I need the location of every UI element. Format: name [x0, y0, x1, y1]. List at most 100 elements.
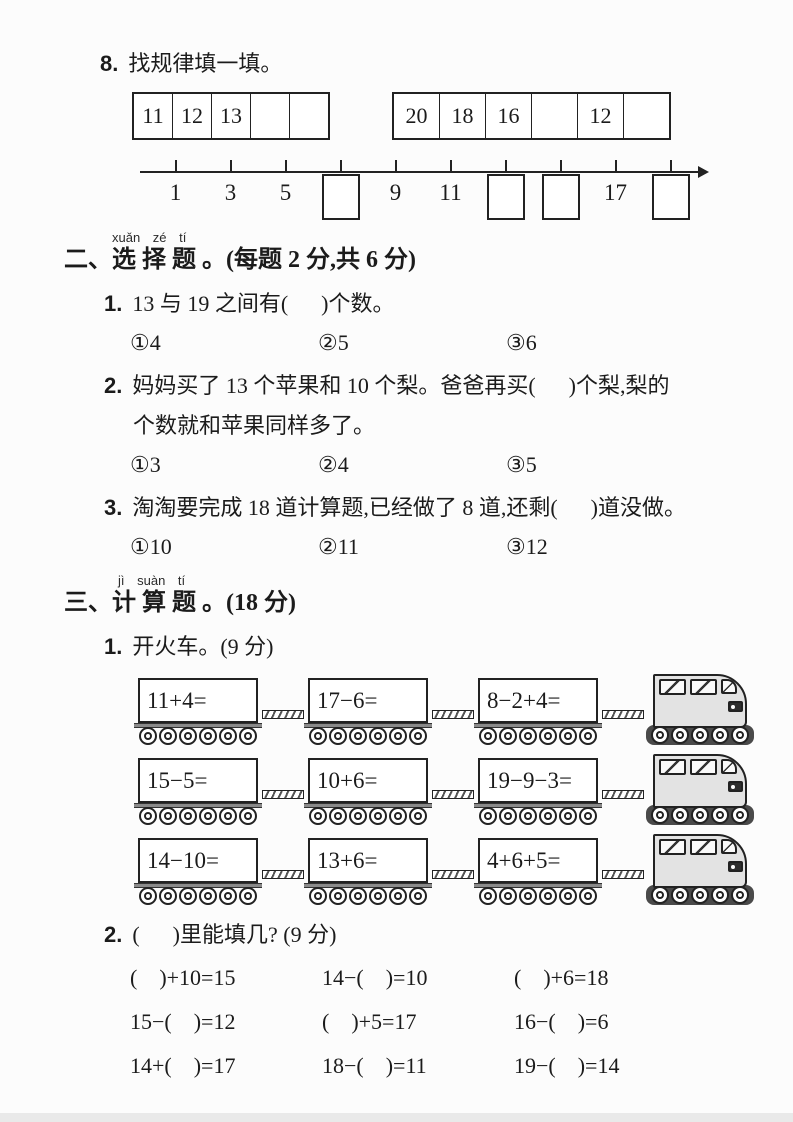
options-row: ①10 ②11 ③12 [130, 533, 793, 561]
number-line-slot [313, 160, 368, 220]
wheel-icon [711, 806, 729, 824]
wheel-icon [239, 727, 257, 745]
train-wheels [308, 807, 428, 825]
wheel-icon [199, 887, 217, 905]
equation-blank[interactable]: 16−( )=6 [514, 1009, 609, 1034]
train-wheels [138, 887, 258, 905]
train-expression[interactable]: 19−9−3= [478, 758, 598, 803]
train-row-2: 15−5= 10+6= 19−9−3= [134, 753, 793, 825]
wheel-icon [409, 887, 427, 905]
train-expression[interactable]: 14−10= [138, 838, 258, 883]
wheel-icon [499, 887, 517, 905]
train-expression[interactable]: 10+6= [308, 758, 428, 803]
wheel-icon [691, 726, 709, 744]
wheel-icon [389, 727, 407, 745]
train-wheels [308, 727, 428, 745]
wheel-icon [691, 886, 709, 904]
table-cell: 12 [173, 94, 212, 138]
answer-box[interactable] [541, 174, 580, 220]
equation-blank[interactable]: 18−( )=11 [322, 1053, 427, 1078]
equation-blank[interactable]: 19−( )=14 [514, 1053, 620, 1078]
question-number: 2. [104, 373, 123, 398]
train-expression[interactable]: 8−2+4= [478, 678, 598, 723]
options-row: ①4 ②5 ③6 [130, 329, 793, 357]
number-line-slot [643, 160, 698, 220]
wheel-icon [731, 726, 749, 744]
train-chassis [304, 803, 432, 808]
train-coupling-icon [262, 790, 304, 799]
equation-blank[interactable]: ( )+10=15 [130, 965, 236, 990]
equation-blank[interactable]: 15−( )=12 [130, 1009, 236, 1034]
train-expression[interactable]: 15−5= [138, 758, 258, 803]
table-cell: 18 [440, 94, 486, 138]
equation-blank[interactable]: 14+( )=17 [130, 1053, 236, 1078]
locomotive-front-window-icon [721, 679, 737, 694]
locomotive-wheels [646, 805, 754, 825]
tick-mark [174, 160, 177, 171]
train-wheels [138, 727, 258, 745]
wheel-icon [179, 727, 197, 745]
section-calculation: jì suàn tí 三、计 算 题 。(18 分) 1.开火车。(9 分) 1… [0, 573, 793, 1079]
answer-box[interactable] [321, 174, 360, 220]
number-label: 9 [389, 180, 402, 205]
locomotive-body [653, 674, 747, 728]
answer-cell[interactable] [290, 94, 328, 138]
wheel-icon [309, 807, 327, 825]
number-line: 1 3 5 9 11 17 [140, 154, 793, 220]
answer-box[interactable] [486, 174, 525, 220]
sequence-table-2: 20 18 16 12 [392, 92, 671, 140]
number-label: 11 [439, 180, 462, 205]
number-line-slot: 11 [423, 160, 478, 220]
wheel-icon [179, 887, 197, 905]
train-chassis [474, 803, 602, 808]
answer-cell[interactable] [624, 94, 669, 138]
question-text-line2: 个数就和苹果同样多了。 [133, 413, 376, 438]
choice-question-2: 2.妈妈买了 13 个苹果和 10 个梨。爸爸再买( )个梨,梨的 个数就和苹果… [0, 370, 793, 479]
equation-blank[interactable]: ( )+6=18 [514, 965, 609, 990]
wheel-icon [139, 887, 157, 905]
train-wheels [478, 727, 598, 745]
answer-cell[interactable] [251, 94, 290, 138]
option-1: ①4 [130, 330, 161, 355]
train-car: 17−6= [304, 678, 432, 745]
train-chassis [134, 803, 262, 808]
equation-blank[interactable]: ( )+5=17 [322, 1009, 417, 1034]
wheel-icon [671, 806, 689, 824]
option-1: ①10 [130, 534, 172, 559]
answer-box[interactable] [651, 174, 690, 220]
wheel-icon [219, 727, 237, 745]
train-chassis [304, 883, 432, 888]
wheel-icon [651, 726, 669, 744]
locomotive-window-icon [659, 679, 686, 695]
wheel-icon [711, 886, 729, 904]
wheel-icon [731, 886, 749, 904]
wheel-icon [479, 727, 497, 745]
train-car: 14−10= [134, 838, 262, 905]
wheel-icon [219, 887, 237, 905]
train-car: 11+4= [134, 678, 262, 745]
wheel-icon [159, 727, 177, 745]
train-wheels [308, 887, 428, 905]
wheel-icon [499, 727, 517, 745]
wheel-icon [239, 887, 257, 905]
answer-cell[interactable] [532, 94, 578, 138]
wheel-icon [539, 727, 557, 745]
wheel-icon [651, 886, 669, 904]
wheel-icon [309, 887, 327, 905]
wheel-icon [219, 807, 237, 825]
locomotive-window-icon [690, 679, 717, 695]
wheel-icon [389, 887, 407, 905]
locomotive-front-window-icon [721, 839, 737, 854]
question-text: 开火车。(9 分) [132, 634, 274, 659]
train-expression[interactable]: 13+6= [308, 838, 428, 883]
train-expression[interactable]: 17−6= [308, 678, 428, 723]
train-expression[interactable]: 4+6+5= [478, 838, 598, 883]
option-2: ②5 [318, 330, 349, 355]
train-chassis [474, 883, 602, 888]
equation-blank[interactable]: 14−( )=10 [322, 965, 428, 990]
train-expression[interactable]: 11+4= [138, 678, 258, 723]
fill-blank-question: 2.( )里能填几? (9 分) [104, 919, 793, 951]
wheel-icon [651, 806, 669, 824]
tick-mark [339, 160, 342, 171]
train-car: 4+6+5= [474, 838, 602, 905]
